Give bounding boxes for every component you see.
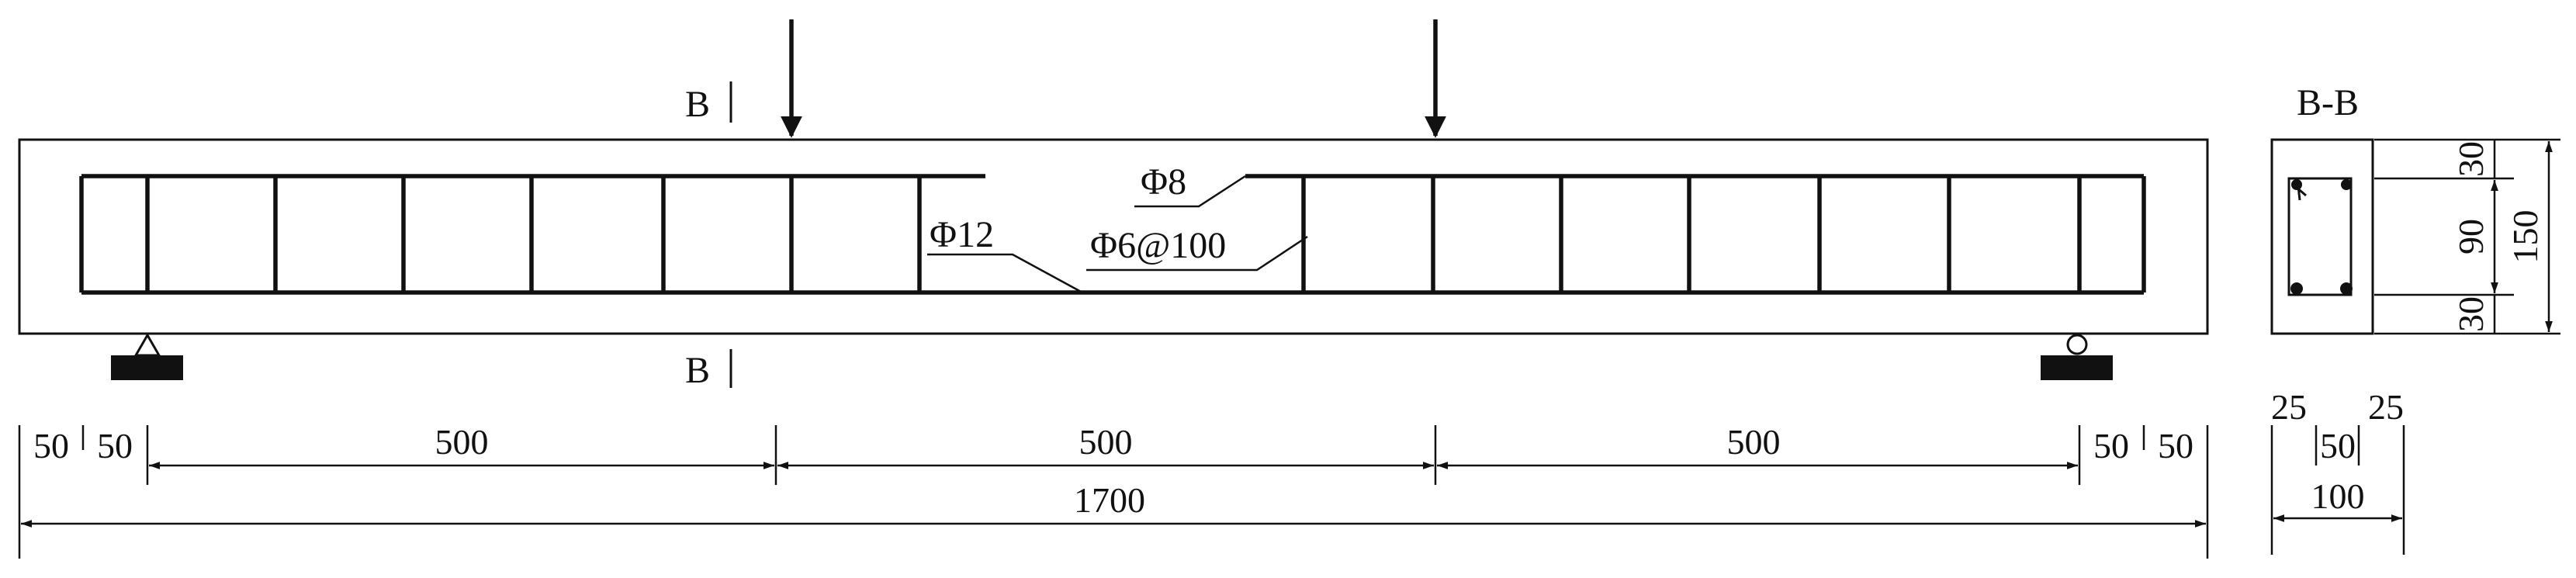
rebar-top-label: Φ8 xyxy=(1141,161,1186,202)
section-title: B-B xyxy=(2297,82,2359,123)
supports xyxy=(111,332,2113,380)
dim-side-left: 25 xyxy=(2271,387,2307,427)
dim-span-3: 500 xyxy=(1727,422,1781,462)
rebar-labels: Φ8 Φ12 Φ6@100 xyxy=(927,161,1308,294)
stirrups xyxy=(79,176,2146,292)
section-outline xyxy=(2270,138,2374,335)
section-cut-marks: B B xyxy=(685,81,732,391)
reinforcement-cage xyxy=(79,174,2146,295)
section-mark-top: B xyxy=(685,84,710,125)
dim-middle: 50 xyxy=(2320,426,2356,466)
stirrup-hook xyxy=(2294,185,2307,201)
stirrup-label: Φ6@100 xyxy=(1090,225,1226,266)
rebar-bottom-label: Φ12 xyxy=(930,214,994,255)
dim-side-right: 25 xyxy=(2368,387,2404,427)
dim-left-a: 50 xyxy=(33,426,69,466)
dim-span-1: 500 xyxy=(435,422,489,462)
dimension-chain: 50 50 50 50 500 500 500 1700 xyxy=(18,422,2209,559)
load-arrows xyxy=(781,19,1446,138)
dim-height: 150 xyxy=(2505,210,2545,264)
dim-cover-bottom: 30 xyxy=(2451,296,2491,332)
rebar-dot-br xyxy=(2340,282,2353,295)
dim-span-2: 500 xyxy=(1079,422,1133,462)
section-mark-bottom: B xyxy=(685,350,710,391)
dim-core: 90 xyxy=(2451,219,2491,254)
dim-right-a: 50 xyxy=(2093,426,2129,466)
dim-right-b: 50 xyxy=(2158,426,2193,466)
dim-cover-top: 30 xyxy=(2451,141,2491,177)
dim-total: 1700 xyxy=(1074,480,1145,520)
roller-support xyxy=(2041,334,2113,380)
dim-width: 100 xyxy=(2311,476,2365,516)
stirrup-leader xyxy=(1086,235,1308,272)
rebar-dot-bl xyxy=(2290,282,2303,295)
rebar-dot-tr xyxy=(2341,179,2352,190)
pin-support xyxy=(111,332,183,380)
rebar-bottom-leader xyxy=(927,253,1083,294)
beam-outline xyxy=(18,138,2209,335)
section-stirrup xyxy=(2287,177,2353,296)
cross-section-b-b: B-B 30 90 30 150 25 50 25 100 xyxy=(2270,82,2560,555)
rebar-top-leader xyxy=(1134,175,1246,208)
dim-left-b: 50 xyxy=(97,426,133,466)
